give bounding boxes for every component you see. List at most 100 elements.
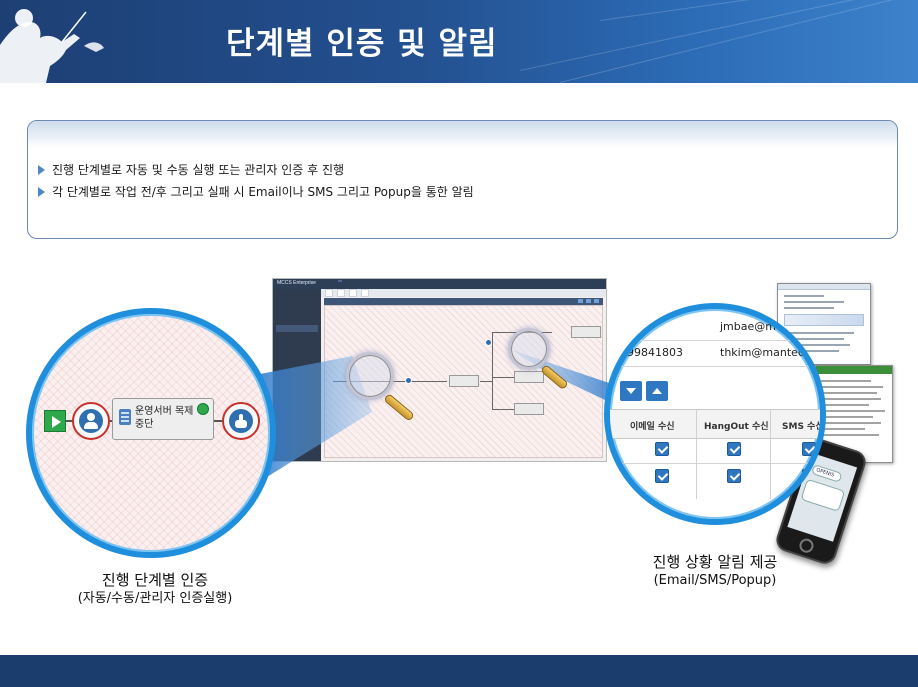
contact-email: jmbae@mantech: [720, 320, 814, 333]
flow-connector: [492, 409, 514, 410]
bullet-text: 각 단계별로 작업 전/후 그리고 실패 시 Email이나 SMS 그리고 P…: [52, 185, 474, 199]
workflow-task-node[interactable]: [514, 371, 544, 383]
email-text-line: [784, 295, 824, 297]
app-menu: [325, 280, 381, 282]
contact-email: thkim@mantech.co.kr: [720, 346, 821, 359]
sms-bubble: [800, 478, 846, 512]
column-header: 이메일 수신: [630, 422, 675, 432]
subtab[interactable]: [337, 289, 345, 297]
app-subtabs: [321, 289, 606, 297]
right-caption: 진행 상황 알림 제공 (Email/SMS/Popup): [600, 552, 830, 590]
email-banner: [784, 314, 864, 326]
auth-node-icon: [485, 339, 492, 346]
description-box-band: [28, 121, 897, 147]
app-menu-item[interactable]: [338, 280, 342, 282]
server-icon: [119, 409, 131, 425]
right-caption-sub: (Email/SMS/Popup): [653, 573, 777, 588]
hand-icon: [229, 409, 253, 433]
popup-text-line: [821, 380, 871, 382]
column-header: HangOut 수신: [704, 422, 769, 432]
grid-column-divider: [696, 409, 697, 499]
contact-row: 05187 jmbae@mantech: [610, 315, 820, 339]
workflow-task-node[interactable]: 운영서버 목제 중단: [112, 398, 214, 440]
flow-connector: [492, 332, 493, 409]
move-down-button[interactable]: [620, 381, 642, 401]
flow-connector: [413, 381, 447, 382]
bullet-text: 진행 단계별로 자동 및 수동 실행 또는 관리자 인증 후 진행: [52, 163, 345, 177]
contact-row: 099841803 thkim@mantech.co.kr: [610, 341, 821, 365]
subtab[interactable]: [325, 289, 333, 297]
popup-text-line: [821, 392, 877, 394]
flow-connector: [492, 377, 514, 378]
hangout-checkbox[interactable]: [727, 469, 741, 483]
hangout-checkbox[interactable]: [727, 442, 741, 456]
conductor-logo-icon: [0, 9, 104, 83]
slide-footer: [0, 655, 918, 687]
popup-text-line: [821, 434, 879, 436]
left-caption: 진행 단계별 인증 (자동/수동/관리자 인증실행): [40, 570, 270, 608]
app-panel-header: [324, 298, 603, 305]
contact-phone: 05187: [620, 320, 655, 333]
move-up-button[interactable]: [646, 381, 668, 401]
person-icon: [79, 409, 103, 433]
popup-text-line: [821, 428, 865, 430]
email-text-line: [784, 350, 839, 352]
left-zoom-circle: 운영서버 목제 중단: [26, 308, 276, 558]
popup-text-line: [821, 410, 885, 412]
right-caption-title: 진행 상황 알림 제공: [652, 553, 778, 571]
panel-button[interactable]: [594, 299, 599, 303]
popup-titlebar: [816, 366, 892, 374]
subtab[interactable]: [349, 289, 357, 297]
email-text-line: [784, 332, 854, 334]
popup-text-line: [821, 386, 883, 388]
popup-text-line: [821, 404, 869, 406]
task-label: 운영서버 목제 중단: [135, 406, 194, 430]
grid-column-divider: [770, 409, 771, 499]
app-brand: MCCS Enterprise: [277, 280, 316, 286]
subtab[interactable]: [361, 289, 369, 297]
workflow-task-node[interactable]: [514, 403, 544, 415]
bullet-item: 각 단계별로 작업 전/후 그리고 실패 시 Email이나 SMS 그리고 P…: [38, 181, 474, 203]
bullet-item: 진행 단계별로 자동 및 수동 실행 또는 관리자 인증 후 진행: [38, 159, 474, 181]
row-divider: [610, 463, 820, 464]
sms-checkbox[interactable]: [802, 442, 816, 456]
workflow-task-node[interactable]: [571, 326, 601, 338]
flow-connector: [480, 381, 492, 382]
left-zoom-beam: [255, 356, 372, 480]
status-ok-icon: [197, 403, 209, 415]
email-text-line: [784, 307, 834, 309]
contact-phone: 099841803: [620, 346, 683, 359]
panel-button[interactable]: [578, 299, 583, 303]
sms-checkbox[interactable]: [802, 469, 816, 483]
popup-text-line: [821, 398, 881, 400]
bullet-list: 진행 단계별로 자동 및 수동 실행 또는 관리자 인증 후 진행 각 단계별로…: [38, 159, 474, 203]
magnifier-icon: [346, 352, 394, 400]
popup-text-line: [821, 416, 873, 418]
sms-bubble-text: OPENIS: [815, 467, 835, 479]
play-icon[interactable]: [44, 410, 66, 432]
auth-node-icon: [405, 377, 412, 384]
column-header: SMS 수신: [782, 422, 824, 432]
page-title: 단계별 인증 및 알림: [226, 26, 498, 62]
popup-text-line: [821, 422, 881, 424]
email-checkbox[interactable]: [655, 442, 669, 456]
email-text-line: [784, 338, 844, 340]
notify-grid-header: 이메일 수신 HangOut 수신 SMS 수신: [610, 409, 824, 439]
arrow-bullet-icon: [38, 187, 45, 197]
popup-window: [815, 365, 893, 463]
row-divider: [610, 340, 820, 341]
app-topbar: MCCS Enterprise: [273, 279, 606, 289]
email-checkbox[interactable]: [655, 469, 669, 483]
sidebar-item[interactable]: [276, 325, 318, 332]
panel-button[interactable]: [586, 299, 591, 303]
magnifier-icon: [508, 328, 550, 370]
auto-auth-node[interactable]: [72, 402, 110, 440]
right-zoom-circle: 05187 jmbae@mantech 099841803 thkim@mant…: [604, 303, 826, 525]
arrow-bullet-icon: [38, 165, 45, 175]
slide-header: 단계별 인증 및 알림: [0, 0, 918, 83]
email-text-line: [784, 344, 850, 346]
workflow-task-node[interactable]: [449, 375, 479, 387]
description-box: 진행 단계별로 자동 및 수동 실행 또는 관리자 인증 후 진행 각 단계별로…: [27, 120, 898, 239]
manual-auth-node[interactable]: [222, 402, 260, 440]
panel-buttons: [578, 299, 599, 303]
